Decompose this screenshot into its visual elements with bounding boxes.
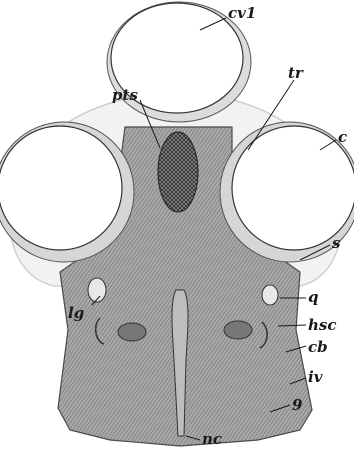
foramen-left-upper [88, 278, 106, 302]
label-iv: iv [308, 368, 323, 386]
label-q: q [308, 288, 319, 306]
label-s: s [332, 234, 341, 252]
label-c: c [338, 128, 347, 146]
label-nc: nc [202, 430, 222, 448]
capsule-left [0, 126, 122, 250]
foramen-right-upper [262, 285, 278, 305]
label-cb: cb [308, 338, 328, 356]
label-hsc: hsc [308, 316, 336, 334]
hatched-plate [158, 132, 198, 212]
foramen-right-lower [224, 321, 252, 339]
label-cv1: cv1 [228, 4, 256, 22]
label-9: 9 [292, 396, 303, 414]
foramen-left-lower [118, 323, 146, 341]
label-pts: pts [112, 86, 138, 104]
label-tr: tr [288, 64, 304, 82]
label-lg: lg [68, 304, 84, 322]
capsule-right [232, 126, 354, 250]
